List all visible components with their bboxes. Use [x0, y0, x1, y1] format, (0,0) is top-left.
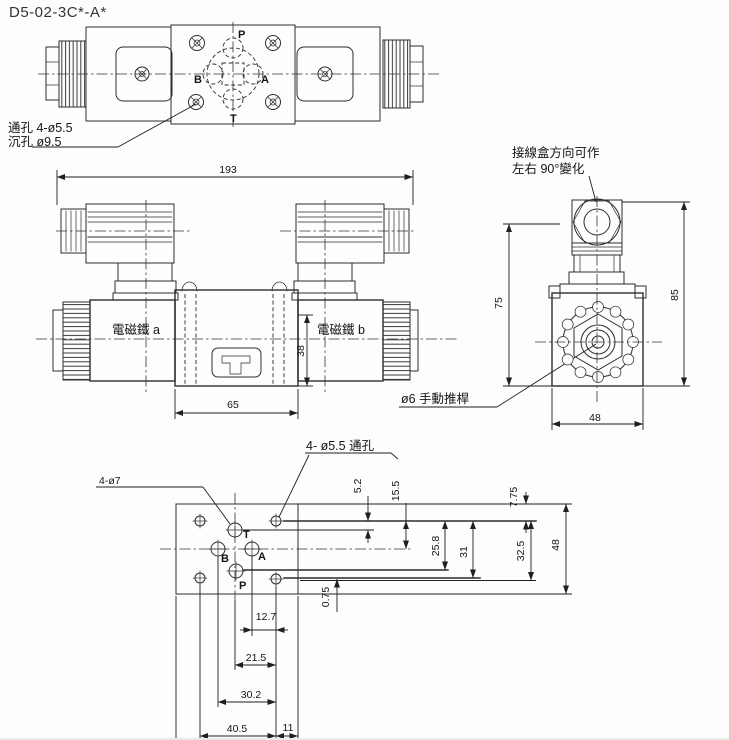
nameplate — [211, 347, 262, 378]
dim-7-75: 7.75 — [508, 487, 520, 508]
junction-box-note-line1: 接線盒方向可作 — [512, 145, 600, 160]
through-hole-note: 通孔 4-ø5.5 — [8, 121, 73, 135]
dim-30-2: 30.2 — [241, 689, 262, 701]
bottom-port-a-label: A — [258, 551, 266, 563]
mounting-holes-leader — [278, 454, 310, 518]
side-view: 接線盒方向可作 左右 90°變化 — [493, 145, 690, 430]
dim-15-5: 15.5 — [390, 481, 402, 502]
left-coil-window — [115, 46, 173, 102]
left-end-cap — [45, 46, 60, 101]
dim-0-75: 0.75 — [320, 587, 332, 608]
solenoid-b-label: 電磁鐵 b — [317, 322, 365, 337]
dim-21-5: 21.5 — [246, 652, 267, 664]
right-coil-screw — [317, 66, 333, 82]
manual-pin-leader — [496, 343, 597, 408]
body-width-dim: 65 — [227, 399, 239, 411]
hidden-port-passages — [202, 37, 264, 110]
right-coil-window — [296, 46, 354, 102]
port-holes — [208, 520, 262, 581]
top-port-t-label: T — [230, 113, 237, 125]
front-right-end-cap — [409, 309, 419, 372]
front-view: 193 — [36, 164, 597, 419]
nameplate-symbol — [221, 355, 251, 375]
bottom-port-p-label: P — [239, 580, 246, 592]
front-left-end-cap — [52, 309, 64, 372]
dim-25-8: 25.8 — [430, 536, 442, 557]
right-coil-flange — [293, 280, 356, 294]
right-coil-body — [294, 26, 381, 122]
dim-5-2: 5.2 — [352, 479, 364, 494]
top-port-b-label: B — [194, 74, 202, 86]
front-right-nut — [382, 301, 411, 381]
right-end-cap — [409, 45, 424, 103]
left-tube-collar — [181, 281, 198, 292]
valve-body-side — [551, 292, 644, 387]
dim-32-5: 32.5 — [515, 541, 527, 562]
port-holes-note: 4-ø7 — [99, 475, 121, 487]
solenoid-tube-a — [89, 299, 176, 382]
dim-11: 11 — [283, 722, 294, 734]
manual-pin-note: ø6 手動推桿 — [401, 391, 469, 406]
solenoid-a-label: 電磁鐵 a — [112, 322, 160, 337]
center-height-dim: 75 — [493, 297, 505, 309]
junction-box-note-line2: 左右 90°變化 — [512, 161, 585, 176]
left-coil-screw — [134, 66, 150, 82]
dim-12-7: 12.7 — [256, 611, 277, 623]
overall-height-dim: 85 — [669, 289, 681, 301]
bottom-port-t-label: T — [243, 529, 250, 541]
solenoid-tube-b — [297, 299, 384, 382]
port-holes-leader — [202, 486, 231, 525]
bottom-view: T B A P 4-ø7 4- ø5.5 通孔 5.2 15.5 25.8 31… — [96, 439, 572, 739]
dim-31: 31 — [458, 546, 470, 558]
top-port-p-label: P — [238, 29, 245, 41]
body-height-dim: 38 — [295, 345, 307, 357]
scan-edge-band — [0, 738, 729, 740]
front-left-nut — [62, 301, 91, 381]
dim-48: 48 — [550, 539, 562, 551]
left-knurled-nut — [58, 40, 87, 108]
hole-note-leader — [117, 103, 197, 148]
top-view: P B A T 通孔 4-ø5.5 沉孔 ø9.5 — [8, 22, 442, 149]
coil-flange-side — [559, 283, 636, 294]
mounting-screw-holes — [188, 35, 281, 110]
side-width-dim: 48 — [589, 412, 601, 424]
right-tube-collar — [271, 281, 288, 292]
mounting-holes-note: 4- ø5.5 通孔 — [306, 439, 375, 453]
valve-body — [174, 289, 299, 387]
junction-box-leader — [588, 175, 597, 203]
right-terminal-box — [295, 203, 385, 264]
mounting-holes — [192, 513, 284, 587]
coil-collar-side — [568, 271, 625, 285]
left-coil-neck — [117, 262, 173, 282]
right-knurled-nut — [382, 39, 411, 109]
drawing-title: D5-02-3C*-A* — [9, 4, 107, 21]
dim-40-5: 40.5 — [227, 723, 248, 735]
left-coil-flange — [114, 280, 177, 294]
counterbore-note: 沉孔 ø9.5 — [8, 135, 62, 149]
bottom-port-b-label: B — [221, 553, 229, 565]
overall-width-dim: 193 — [219, 164, 237, 176]
left-terminal-box — [85, 203, 175, 264]
top-port-a-label: A — [261, 74, 269, 86]
